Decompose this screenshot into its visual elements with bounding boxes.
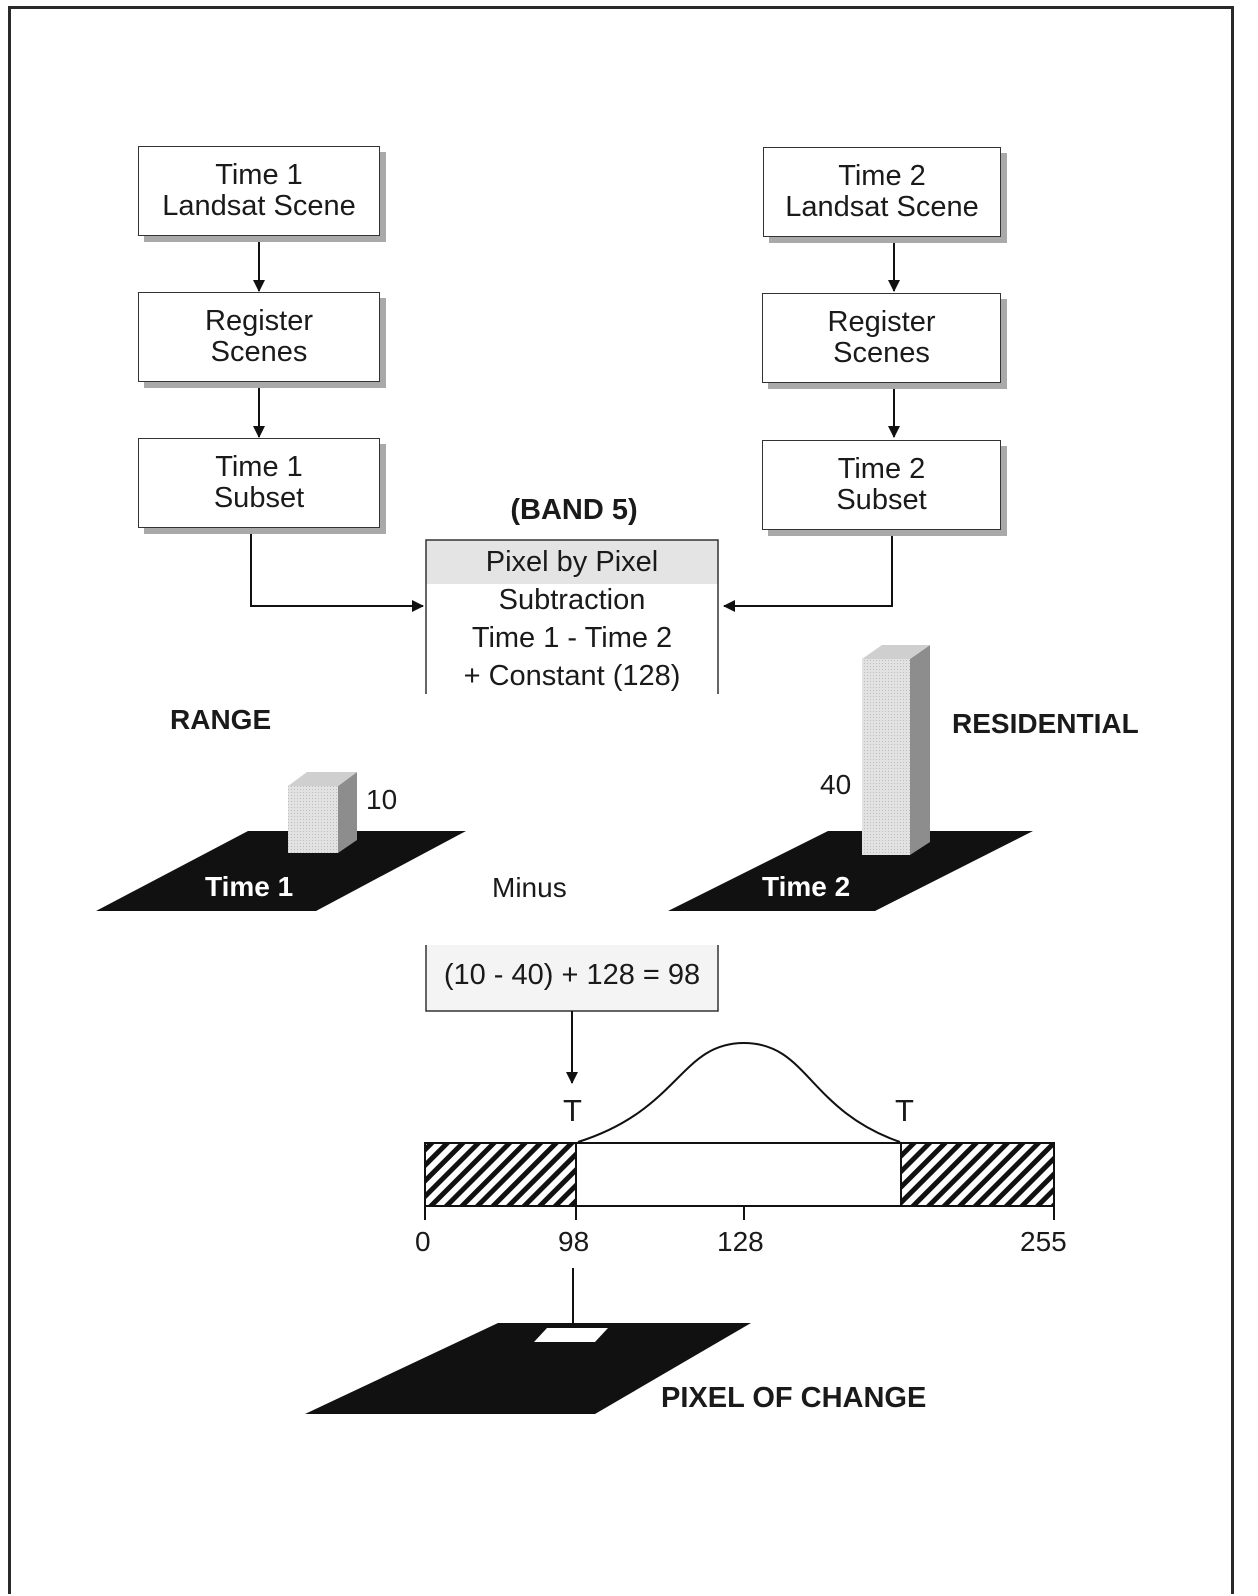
residential-bar-right-face [910,645,930,855]
time2-landsat-scene-box: Time 2 Landsat Scene [763,147,1001,237]
threshold-label-lower: T [563,1093,582,1128]
pixel-of-change-label: PIXEL OF CHANGE [661,1382,927,1414]
axis-tick-label-128: 128 [717,1226,764,1257]
box-line: Landsat Scene [162,190,356,222]
equation-text: (10 - 40) + 128 = 98 [443,959,701,991]
box-line: Landsat Scene [785,191,979,223]
box-line: Subset [213,482,305,514]
time1-landsat-scene-box: Time 1 Landsat Scene [138,146,380,236]
box-line: Time 1 [215,159,303,191]
box-line: Subset [836,484,927,516]
time2-plane-label: Time 2 [762,871,851,902]
residential-value: 40 [820,769,852,800]
box-line: Scenes [833,337,930,369]
box-line: Register [827,306,936,338]
time1-plane-label: Time 1 [205,871,294,902]
band-label: (BAND 5) [510,494,638,526]
subtraction-line-1: Pixel by Pixel [485,546,659,578]
change-pixel [534,1328,608,1342]
subtraction-box-outline [425,539,719,694]
range-bar-top-face [288,772,357,786]
upper-change-region [900,1142,1055,1207]
change-map-plane [305,1323,751,1414]
residential-bar-front-face [862,659,910,855]
lower-change-region [424,1142,577,1207]
minus-label: Minus [492,872,567,903]
axis-tick-label-0: 0 [415,1226,431,1257]
figure-frame [8,6,1234,1594]
time1-subset-box: Time 1 Subset [138,438,380,528]
arrow-right-subset-to-subtraction [723,532,893,612]
subtraction-line-2: Subtraction [498,584,646,616]
subtraction-line-4: + Constant (128) [463,660,681,692]
time1-register-scenes-box: Register Scenes [138,292,380,382]
time2-plane [668,831,1033,911]
box-line: Time 2 [838,160,926,192]
threshold-label-upper: T [895,1093,914,1128]
range-bar-right-face [338,772,357,853]
range-bar-front-face [288,786,338,853]
residential-title: RESIDENTIAL [952,708,1139,739]
time2-subset-box: Time 2 Subset [762,440,1001,530]
axis-tick-label-255: 255 [1020,1226,1067,1257]
residential-bar-top-face [862,645,930,659]
box-line: Scenes [210,336,308,368]
range-value: 10 [366,784,398,815]
box-line: Time 2 [837,453,926,485]
axis-tick-label-98: 98 [558,1226,590,1257]
subtraction-line-3: Time 1 - Time 2 [471,622,673,654]
box-line: Register [205,305,313,337]
box-line: Time 1 [215,451,303,483]
range-title: RANGE [170,704,272,735]
subtraction-box-header-fill [426,540,718,584]
equation-box-fill [426,945,718,1011]
time2-register-scenes-box: Register Scenes [762,293,1001,383]
arrow-left-subset-to-subtraction [250,530,424,612]
time1-plane [96,831,466,911]
distribution-curve [577,1041,901,1143]
